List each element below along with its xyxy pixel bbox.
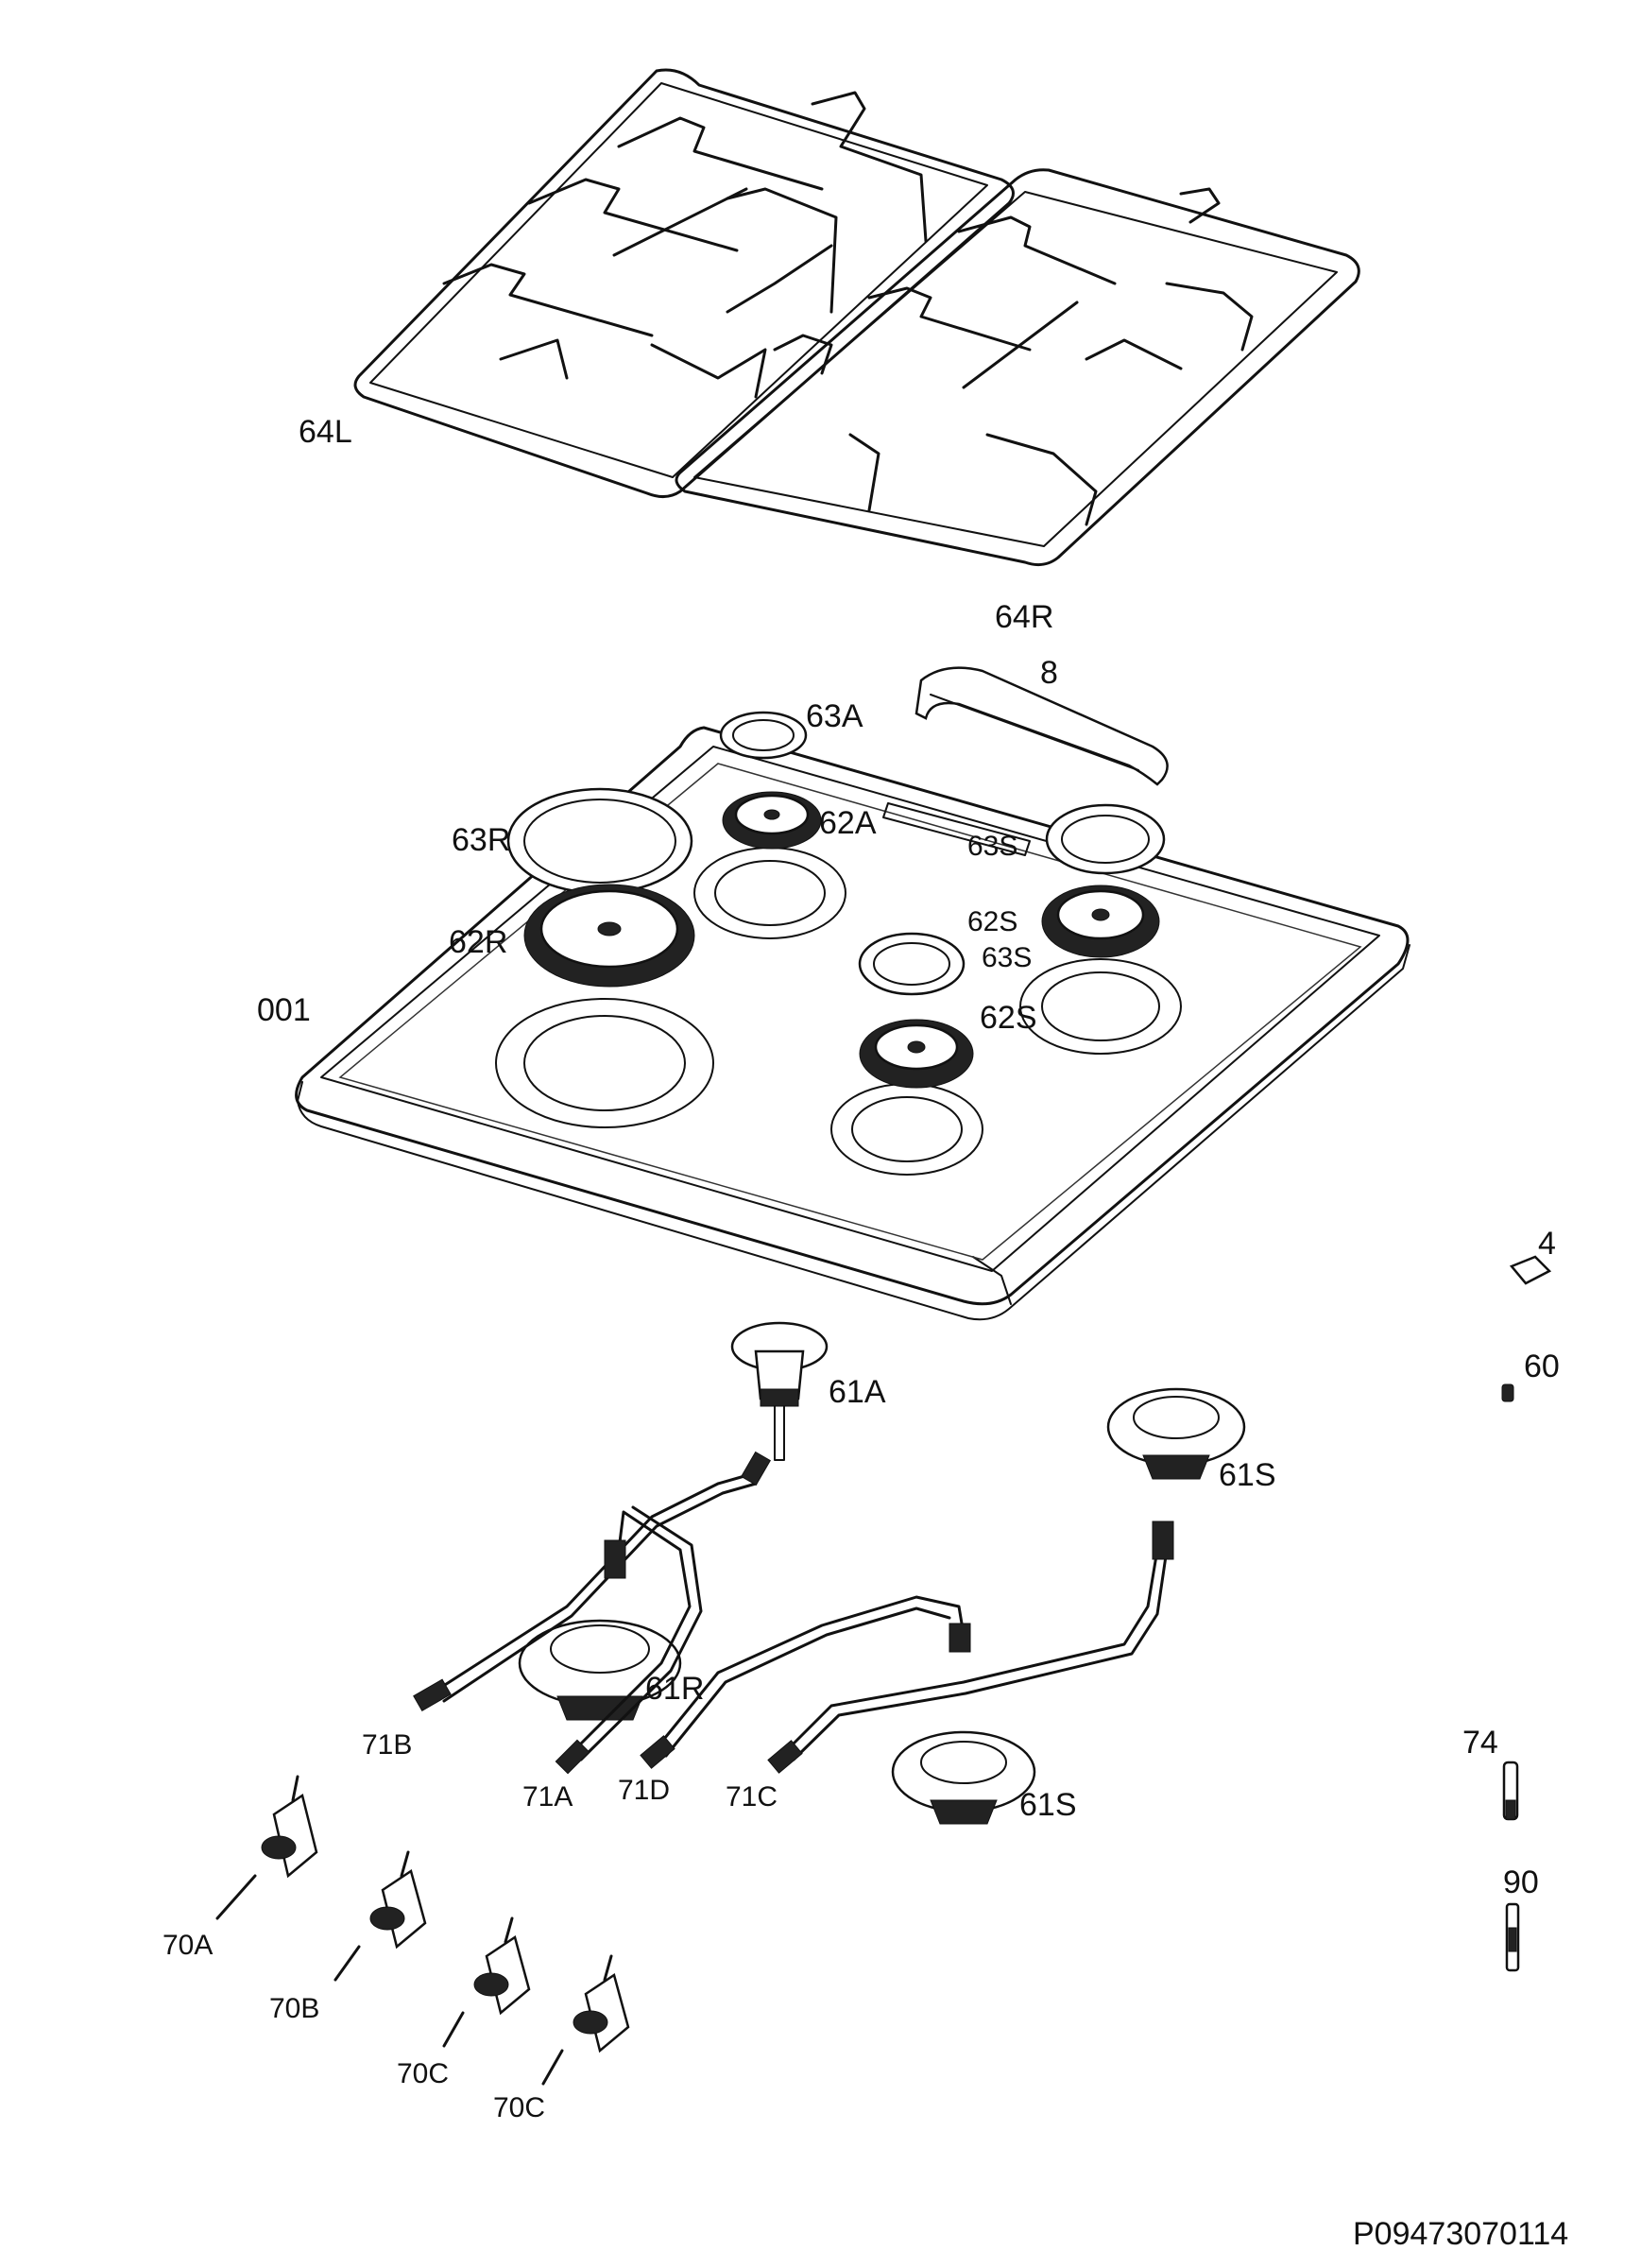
label-61r: 61R (645, 1671, 704, 1707)
drawing-code: P09473070114 (1353, 2216, 1568, 2252)
gas-pipe-71d (640, 1595, 971, 1769)
label-62a: 62A (819, 805, 877, 841)
label-90: 90 (1503, 1864, 1539, 1900)
burner-cap-62s-mid (859, 1019, 974, 1089)
label-8: 8 (1040, 655, 1058, 691)
label-63a: 63A (806, 698, 863, 734)
label-70b: 70B (269, 1993, 319, 2024)
ring-63r (506, 787, 693, 895)
label-63s-mid: 63S (982, 942, 1032, 973)
part-74-thermocouple (1502, 1761, 1519, 1821)
label-63s-top: 63S (967, 831, 1017, 862)
burner-body-61a (730, 1321, 829, 1461)
trim-bar-8 (915, 666, 1169, 786)
gas-pipe-71b (413, 1451, 771, 1711)
label-001: 001 (257, 992, 311, 1028)
label-62r: 62R (449, 924, 507, 960)
burner-body-61s-top (1106, 1387, 1246, 1480)
label-71d: 71D (618, 1775, 670, 1806)
hob-top-001 (295, 726, 1410, 1321)
gas-pipe-71a (555, 1505, 703, 1775)
ring-63a (719, 711, 808, 760)
label-62s-mid: 62S (980, 1000, 1037, 1036)
burner-cap-62a (722, 791, 822, 850)
label-70a: 70A (162, 1930, 213, 1961)
gas-pipe-71c (767, 1521, 1174, 1774)
label-60: 60 (1524, 1349, 1560, 1384)
label-74: 74 (1462, 1725, 1498, 1761)
label-61a: 61A (829, 1374, 886, 1410)
label-71a: 71A (522, 1781, 573, 1813)
pan-support-grate-left (353, 68, 1015, 498)
label-71c: 71C (726, 1781, 778, 1813)
label-4: 4 (1538, 1226, 1556, 1262)
label-71b: 71B (362, 1729, 412, 1761)
gas-valve-70b (333, 1850, 427, 1982)
label-61s-bottom: 61S (1019, 1787, 1077, 1823)
label-61s-top: 61S (1219, 1457, 1276, 1493)
burner-body-61s-bottom (891, 1730, 1036, 1825)
part-4-clip (1509, 1255, 1552, 1285)
gas-valve-70a (215, 1775, 318, 1920)
part-60-screw (1501, 1383, 1514, 1402)
pan-support-grate-right (675, 168, 1360, 567)
burner-cap-62s-top (1041, 885, 1160, 958)
gas-valve-70c-1 (442, 1916, 531, 2048)
label-70c-1: 70C (397, 2058, 449, 2089)
gas-valve-70c-2 (541, 1954, 630, 2086)
ring-63s-top (1045, 803, 1166, 875)
burner-cap-62r (523, 884, 695, 988)
label-64r: 64R (995, 599, 1053, 635)
label-70c-2: 70C (493, 2092, 545, 2123)
label-63r: 63R (452, 822, 510, 858)
part-90-spark-plug (1505, 1902, 1520, 1972)
ring-63s-mid (858, 932, 966, 996)
label-64l: 64L (299, 414, 352, 450)
label-62s-top: 62S (967, 906, 1017, 937)
